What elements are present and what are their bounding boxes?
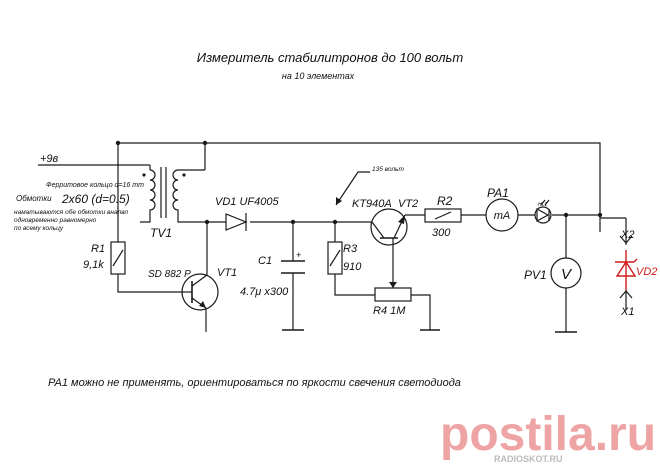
led-triangle xyxy=(536,207,550,223)
watermark-logo: postila.ru xyxy=(440,408,656,461)
label-r3-value: 910 xyxy=(343,261,362,273)
ground-symbols xyxy=(282,329,577,333)
resistor-r2 xyxy=(424,208,462,223)
wire-r4-to-ground xyxy=(411,294,431,330)
resistor-r1 xyxy=(110,241,126,275)
label-vt2: VT2 xyxy=(398,198,418,210)
junction-dot xyxy=(115,140,121,146)
diagram-subtitle: на 10 элементах xyxy=(282,71,355,81)
winding-primary xyxy=(149,169,156,215)
meter-pa1: mA xyxy=(485,198,519,232)
r3-body xyxy=(327,241,343,275)
label-winding-note-2: одновременно равномерно xyxy=(14,216,97,224)
transistor-vt1 xyxy=(181,273,219,311)
label-r3: R3 xyxy=(343,243,358,255)
r1-mark xyxy=(112,249,124,267)
label-voltage-note: 135 вольт xyxy=(372,166,404,173)
labels: +9в Ферритовое кольцо d=16 mm Обмотки 2х… xyxy=(14,153,657,318)
wires xyxy=(38,142,627,332)
label-hl1: HL1 xyxy=(538,202,547,208)
potentiometer-r4 xyxy=(374,282,412,302)
r2-body xyxy=(424,208,462,223)
label-pv1: PV1 xyxy=(524,268,547,282)
label-x2: X2 xyxy=(620,229,634,241)
test-terminals xyxy=(615,232,638,310)
voltage-note-arrow xyxy=(336,197,342,205)
wire-top-rail xyxy=(118,142,601,218)
wire-r1-to-base xyxy=(117,274,182,293)
diagram-title: Измеритель стабилитронов до 100 вольт xyxy=(197,50,464,65)
vd1-triangle xyxy=(225,213,248,231)
pv1-circle xyxy=(550,257,582,289)
label-windings-value: 2х60 (d=0.5) xyxy=(61,192,130,206)
vd2-triangle xyxy=(615,260,637,277)
junction-dots xyxy=(115,140,603,225)
label-vd1: VD1 UF4005 xyxy=(215,196,279,208)
label-vd2: VD2 xyxy=(636,266,657,278)
watermark-small: RADIOSKOT.RU xyxy=(494,454,563,464)
label-vt1: VT1 xyxy=(217,267,237,279)
led-ray xyxy=(544,199,550,206)
vd2-zener-bar xyxy=(615,258,638,263)
junction-dot xyxy=(597,212,603,218)
winding-dot xyxy=(142,173,146,177)
vt1-collector xyxy=(191,274,208,287)
label-vt2-type: KT940A xyxy=(352,198,392,210)
diode-vd1 xyxy=(225,213,248,231)
label-r2-value: 300 xyxy=(432,227,451,239)
junction-dot xyxy=(332,219,338,225)
label-core-note: Ферритовое кольцо d=16 mm xyxy=(46,182,144,189)
label-r1: R1 xyxy=(91,243,105,255)
label-winding-note-1: наматываются обе обмотки вналвл xyxy=(14,208,128,216)
junction-dot xyxy=(290,219,296,225)
r3-mark xyxy=(329,249,341,267)
pa1-unit: mA xyxy=(494,210,511,222)
label-winding-note-3: по всему кольцу xyxy=(14,225,64,232)
label-tv1: TV1 xyxy=(150,226,172,240)
r1-body xyxy=(110,241,126,275)
wire-r3-to-r4 xyxy=(334,274,375,296)
led-hl1 xyxy=(534,199,552,224)
pv1-unit: V xyxy=(561,266,573,283)
r2-mark xyxy=(434,211,452,220)
label-supply: +9в xyxy=(40,153,59,165)
label-x1: X1 xyxy=(620,306,634,318)
label-c1-value: 4.7μ x300 xyxy=(240,286,289,298)
label-pa1: PA1 xyxy=(487,186,509,200)
junction-dot xyxy=(202,140,208,146)
vt1-emitter-arrow xyxy=(199,301,206,308)
junction-dot xyxy=(204,219,210,225)
transistor-vt2 xyxy=(355,208,408,248)
r4-body xyxy=(374,287,412,302)
vt2-body xyxy=(370,208,408,246)
resistor-r3 xyxy=(327,241,343,275)
voltage-note-leader xyxy=(335,171,370,206)
vt2-emitter-arrow xyxy=(398,215,405,224)
label-vt1-type: SD 882 P xyxy=(148,269,191,280)
transformer-tv1 xyxy=(142,167,205,218)
c1-plus: + xyxy=(296,250,301,260)
label-r4: R4 1M xyxy=(373,305,406,317)
label-r1-value: 9,1k xyxy=(83,259,104,271)
winding-secondary xyxy=(172,169,179,215)
wire-winding1-bottom xyxy=(140,215,151,223)
label-windings: Обмотки xyxy=(16,194,52,203)
led-ray xyxy=(540,199,546,206)
led-circle xyxy=(534,206,552,224)
r4-wiper-arrow xyxy=(389,282,397,288)
pa1-circle xyxy=(485,198,519,232)
meter-pv1: V xyxy=(550,257,582,289)
winding-dot xyxy=(182,173,186,177)
label-c1: C1 xyxy=(258,255,272,267)
capacitor-c1: + xyxy=(281,250,305,274)
junction-dot xyxy=(563,212,569,218)
wire-winding2-bottom xyxy=(177,215,207,223)
vt2-collector xyxy=(371,221,385,239)
footer-note: PA1 можно не применять, ориентироваться … xyxy=(48,377,461,389)
label-r2: R2 xyxy=(437,194,453,208)
